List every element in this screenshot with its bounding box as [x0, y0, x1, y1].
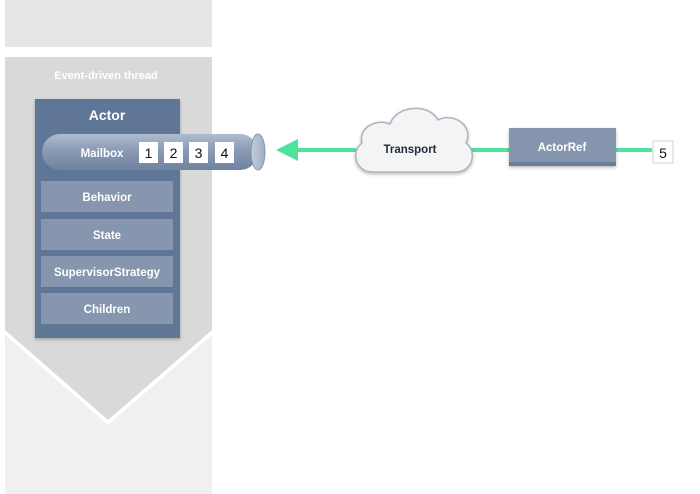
actor-ref-label: ActorRef [538, 142, 587, 154]
state-label: State [93, 230, 121, 242]
message-box [189, 142, 208, 163]
thread-label: Event-driven thread [54, 70, 157, 82]
message-box [164, 142, 183, 163]
message-number: 3 [195, 145, 203, 161]
supervisor-strategy-box [41, 256, 173, 287]
actor-ref-box [509, 128, 616, 166]
supervisor-strategy-label: SupervisorStrategy [54, 267, 161, 279]
transport-cloud-icon [354, 107, 474, 173]
incoming-message-number: 5 [659, 145, 667, 161]
behavior-label: Behavior [82, 192, 132, 204]
incoming-message-box [652, 140, 674, 164]
message-box [215, 142, 234, 163]
mailbox-tube-opening [250, 133, 266, 171]
message-number: 1 [145, 145, 153, 161]
thread-top-band [5, 0, 212, 47]
state-box [41, 219, 173, 250]
message-number: 4 [221, 145, 229, 161]
arrow-head-icon [276, 139, 298, 161]
mailbox-message-2: 2 [164, 142, 183, 163]
transport-label: Transport [383, 144, 436, 156]
mailbox-message-4: 4 [215, 142, 234, 163]
actor-ref-box-edge [509, 162, 616, 166]
mailbox-message-3: 3 [189, 142, 208, 163]
children-box [41, 293, 173, 324]
mailbox-label: Mailbox [81, 148, 124, 160]
behavior-box [41, 181, 173, 212]
thread-bottom-band [5, 335, 212, 494]
actor-title: Actor [89, 107, 126, 123]
message-number: 2 [170, 145, 178, 161]
message-box [139, 142, 158, 163]
mailbox-message-1: 1 [139, 142, 158, 163]
children-label: Children [84, 304, 131, 316]
